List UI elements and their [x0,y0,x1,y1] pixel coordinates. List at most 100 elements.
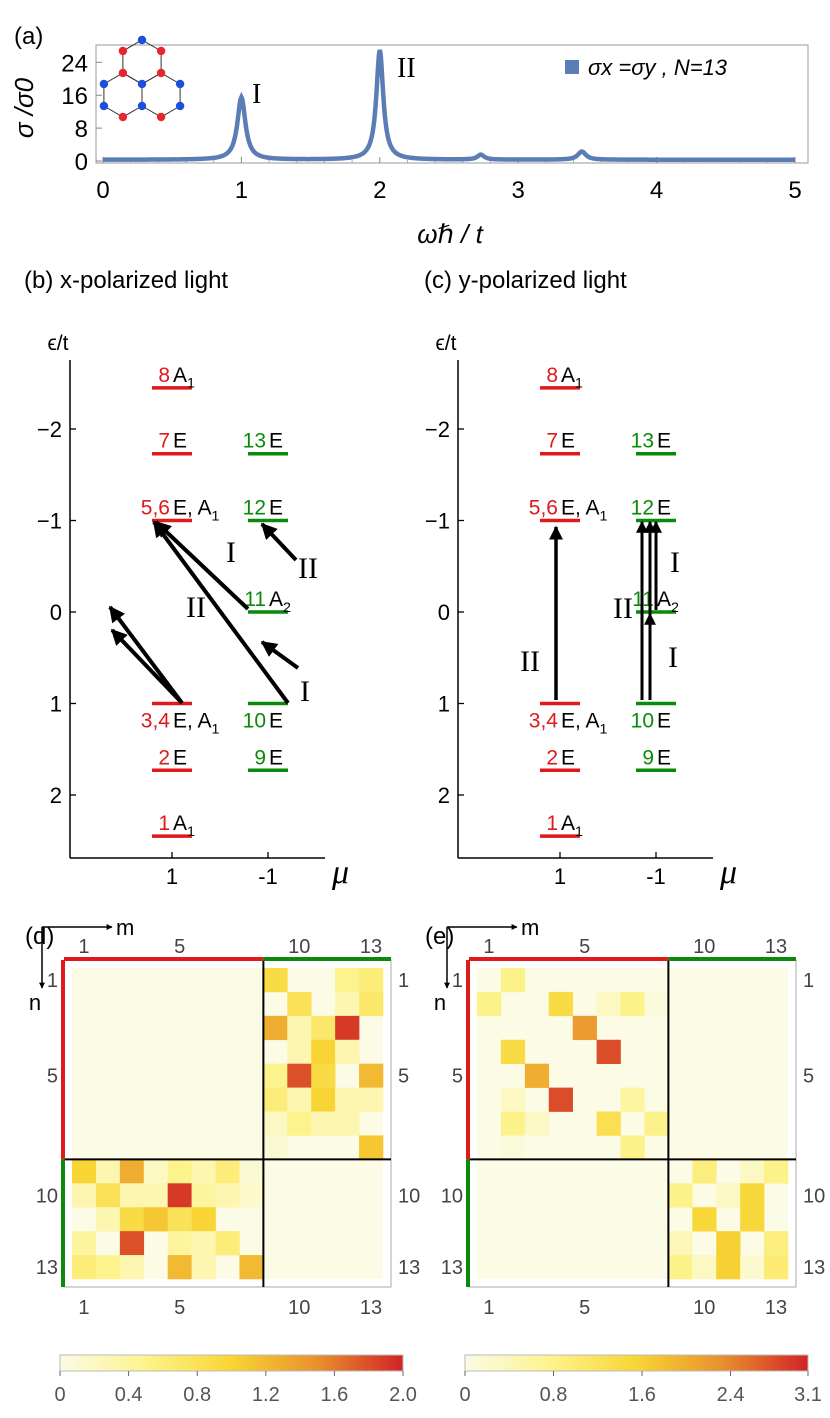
heatmap-cell [359,968,384,993]
y-tick-label: 2 [50,783,62,808]
y-axis-label: ϵ/t [48,332,69,355]
heatmap-cell [620,1087,645,1112]
heatmap-cell [740,1183,765,1208]
level-symmetry: E [269,710,283,733]
molecule-bond [141,72,181,118]
colorbar-tick-label: 1.2 [252,1384,280,1406]
level-index: 2 [158,746,170,769]
colorbar-tick-label: 3.1 [794,1384,822,1406]
level-index: 7 [546,430,558,453]
row-tick-right: 10 [398,1185,420,1207]
row-tick-right: 13 [398,1257,420,1279]
x-axis-label: μ [331,854,349,891]
transition-label: II [613,592,633,625]
level-symmetry: E [173,746,187,769]
heatmap-cell [500,1039,526,1064]
x-tick-label: 0 [96,177,109,204]
heatmap-cell [143,1159,168,1184]
x-tick-label: 5 [788,177,801,204]
heatmap-cell [72,1231,97,1256]
heatmap-cell [95,1183,121,1208]
col-tick-bottom: 1 [483,1297,494,1319]
level-symmetry: E [173,430,187,453]
col-tick-top: 5 [174,936,185,958]
heatmap-cell [477,991,502,1017]
heatmap-cell [287,991,312,1017]
heatmap-cell [716,1231,741,1256]
heatmap-cell [548,991,573,1017]
molecule-site [175,79,185,89]
level-index: 11 [244,588,266,611]
heatmap-cell [335,1015,360,1041]
heatmap-cell [191,1207,216,1232]
heatmap-cell [119,1183,145,1208]
col-tick-top: 13 [765,936,787,958]
transition-arrow [260,522,298,562]
transition-arrow [108,605,184,705]
heatmap-cell [239,1255,264,1280]
x-tick-label: 4 [650,177,663,204]
y-tick-label: −2 [425,417,450,442]
colorbar [464,1354,809,1372]
colorbar-tick-label: 0 [459,1384,470,1406]
molecule-site [137,35,147,45]
heatmap-cell [95,1207,121,1232]
level-symmetry: A1 [173,364,195,392]
col-tick-bottom: 10 [288,1297,310,1319]
heatmap-cell [191,1255,216,1280]
level-index: 12 [243,497,266,520]
level-index: 10 [243,710,266,733]
transition-label: II [298,552,318,585]
heatmap-cell [500,1135,526,1160]
panel-c-label: (c) y-polarized light [424,267,627,294]
heatmap-cell [740,1159,765,1184]
y-tick-label: 0 [50,600,62,625]
molecule-bond [103,72,143,118]
heatmap-cell [335,1111,360,1136]
heatmap-cell [287,1111,312,1136]
heatmap-cell [119,1231,145,1256]
heatmap-cell [596,991,621,1017]
col-tick-top: 1 [78,936,89,958]
molecule-site [137,101,147,111]
y-tick-label: 0 [438,600,450,625]
heatmap-cell [548,1087,573,1112]
level-symmetry: E, A1 [561,710,608,738]
heatmap-cell [167,1159,192,1184]
heatmap-cell [740,1207,765,1232]
molecule-site [156,68,166,78]
col-tick-top: 10 [288,936,310,958]
molecule-bond [122,39,162,85]
colorbar-tick-label: 0.8 [183,1384,211,1406]
level-symmetry: A1 [561,364,583,392]
peak-label-II: II [397,53,416,84]
heatmap-cell [263,1135,288,1160]
colorbar-tick-label: 0.8 [540,1384,568,1406]
y-tick-label: 8 [75,116,88,143]
col-tick-bottom: 1 [78,1297,89,1319]
heatmap-cell [764,1159,789,1184]
molecule-site [99,79,109,89]
x-axis-label: μ [719,854,737,891]
level-symmetry: A2 [269,588,291,616]
row-tick-left: 5 [47,1066,58,1088]
x-tick-label: -1 [646,864,666,889]
level-symmetry: E [269,746,283,769]
level-symmetry: E, A1 [173,710,220,738]
heatmap-cell [596,1111,621,1136]
heatmap-cell [143,1183,168,1208]
heatmap-cell [500,1111,526,1136]
heatmap-cell [335,1039,360,1064]
panel-b-label: (b) x-polarized light [24,267,228,294]
level-index: 8 [158,364,170,387]
heatmap-cell [716,1255,741,1280]
heatmap-cell [764,1255,789,1280]
